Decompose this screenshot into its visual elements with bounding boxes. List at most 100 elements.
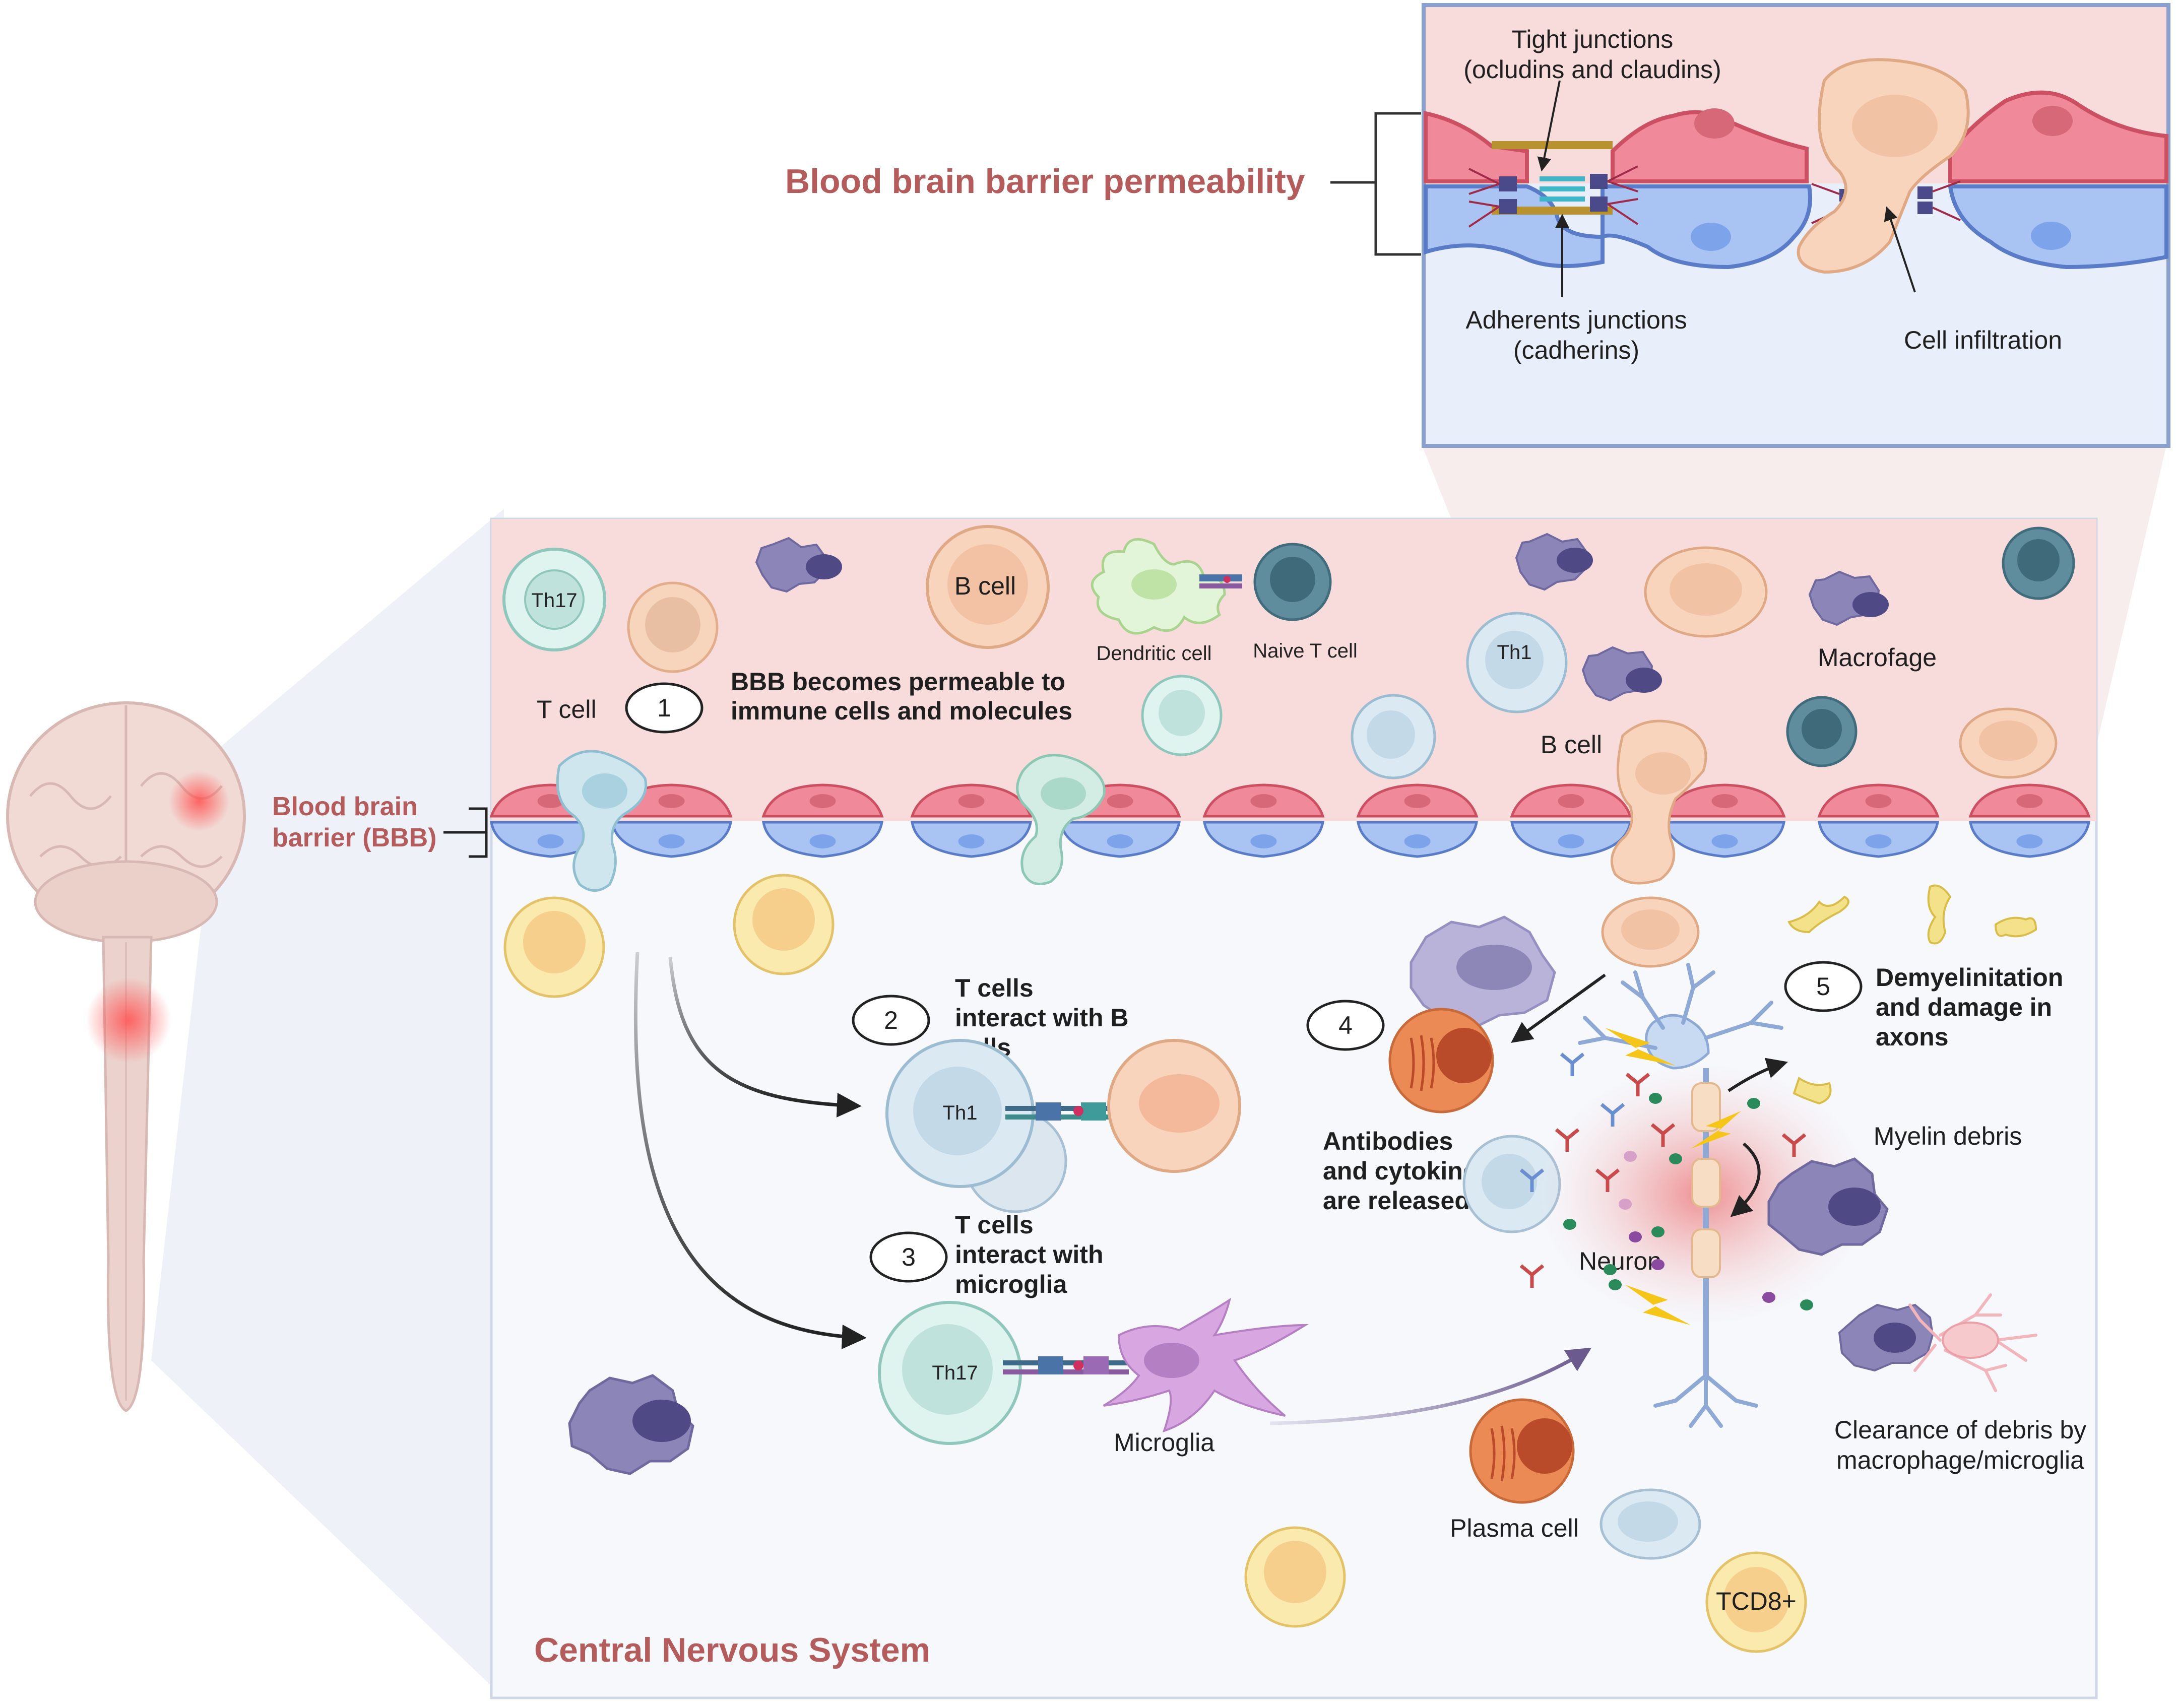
cytokine-dot — [1619, 1199, 1632, 1210]
t-cell-yellow-3 — [1244, 1526, 1346, 1628]
th1-cns-label: Th1 — [943, 1102, 978, 1124]
plasma-cell-cns-2 — [1469, 1398, 1575, 1504]
macrophage-blood-4 — [1808, 570, 1889, 626]
step-4-number: 4 — [1338, 1011, 1353, 1039]
myelin-debris — [1787, 884, 2037, 1105]
step-5-text-line1: Demyelinitation — [1876, 963, 2063, 992]
t-cell-green-blood — [1141, 675, 1223, 756]
endothelial-cell-pair — [761, 783, 884, 858]
macrophage-blood-2 — [1515, 533, 1593, 591]
endothelial-cell-pair — [1968, 783, 2091, 858]
step-4-text-line3: are released — [1323, 1187, 1470, 1215]
step-3-number: 3 — [902, 1243, 916, 1271]
t-cell-label: T cell — [537, 695, 597, 724]
b-cell-cns-top — [1601, 896, 1700, 968]
tcd8-cell: TCD8+ — [1705, 1551, 1807, 1653]
clearance-cells — [1838, 1293, 2037, 1392]
t-cell-yellow-1 — [503, 896, 605, 998]
cell-infiltration-label: Cell infiltration — [1904, 326, 2062, 354]
neuron — [1578, 963, 1783, 1428]
b-cell-blood-right — [1959, 707, 2058, 779]
step-1-number: 1 — [657, 694, 671, 722]
transmigrating-t-cell-2 — [1016, 754, 1106, 885]
spinal-cord — [86, 936, 171, 1412]
cytokine-dot — [1651, 1259, 1665, 1270]
step-2-number: 2 — [884, 1006, 898, 1034]
bbb-endothelium — [489, 783, 2091, 858]
cytokine-dot — [1604, 1264, 1617, 1275]
transmigrating-b-cell — [1610, 719, 1707, 885]
step-1-marker: 1 — [625, 682, 703, 734]
antibody-icon — [1555, 1128, 1580, 1152]
arrow-microglia-to-neuron — [1269, 1347, 1592, 1425]
th17-cns-label: Th17 — [932, 1362, 978, 1384]
clearance-label-line1: Clearance of debris by — [1834, 1416, 2086, 1444]
cytokine-dot — [1563, 1219, 1576, 1230]
th17-microglia-interaction: Th17 — [878, 1297, 1309, 1445]
transmigrating-t-cell-1 — [556, 750, 648, 892]
th17-cell-blood: Th17 — [502, 548, 606, 651]
t-cell-yellow-2 — [733, 874, 835, 975]
macrophage-cns-2 — [1410, 915, 1556, 1029]
step-1-text-line2: immune cells and molecules — [731, 697, 1072, 725]
step-5-marker: 5 — [1784, 961, 1863, 1012]
neuron-label: Neuron — [1579, 1247, 1661, 1275]
step-5-number: 5 — [1816, 972, 1830, 1001]
step-2-text-line2: interact with B — [955, 1004, 1128, 1032]
macrophage-blood-1 — [755, 537, 842, 593]
antibody-icon — [1519, 1264, 1545, 1288]
endothelial-cell-pair — [910, 783, 1033, 858]
inset-title: Blood brain barrier permeability — [785, 162, 1305, 201]
adherents-junctions-line2: (cadherins) — [1513, 336, 1639, 364]
arrow-to-th17 — [633, 952, 867, 1349]
b-cell-mid-label: B cell — [1541, 731, 1602, 759]
macrophage-cns-3 — [1767, 1157, 1889, 1256]
arrow-to-myelin — [1727, 1058, 1788, 1092]
plasma-cell-blood-1 — [1644, 546, 1768, 638]
cns-label: Central Nervous System — [534, 1631, 930, 1669]
cytokine-dot — [1629, 1231, 1642, 1242]
antibody-icon — [1600, 1103, 1625, 1127]
naive-t-cell-label: Naive T cell — [1253, 640, 1358, 662]
clearance-label-line2: macrophage/microglia — [1836, 1446, 2084, 1474]
arrow-tight-junctions — [1537, 80, 1561, 172]
brain-illustration — [6, 701, 246, 944]
antibody-icon — [1560, 1053, 1585, 1076]
cytokine-dot — [1651, 1226, 1665, 1237]
tight-junctions-line2: (ocludins and claudins) — [1463, 55, 1721, 84]
dendritic-naive-synapse — [1199, 574, 1242, 588]
arrow-to-th1 — [668, 957, 862, 1118]
t-cell-blood — [627, 581, 719, 673]
t-cell-blue-cns-2 — [1599, 1488, 1701, 1560]
naive-t-cell-3 — [1786, 696, 1858, 767]
inset-panel — [1422, 3, 2170, 448]
cytokine-dot — [1649, 1093, 1662, 1104]
bbb-label-line2: barrier (BBB) — [272, 823, 437, 852]
myelin-debris-label: Myelin debris — [1874, 1122, 2022, 1150]
th1-blood-label: Th1 — [1497, 641, 1532, 664]
arrow-cell-infiltration — [1884, 206, 1916, 293]
antibody-icon — [1781, 1133, 1807, 1157]
arrow-curved-neuron — [1730, 1142, 1761, 1217]
endothelial-cell-pair — [1663, 783, 1786, 858]
macrophage-cns-1 — [568, 1374, 694, 1475]
step-3-text-line1: T cells — [955, 1211, 1034, 1239]
tight-junctions-line1: Tight junctions — [1512, 25, 1674, 53]
zoom-wedge-left — [151, 509, 504, 1698]
naive-t-cell-2 — [2002, 527, 2075, 600]
step-5-text-line3: axons — [1876, 1023, 1949, 1051]
cytokine-dot — [1762, 1292, 1775, 1303]
step-3-marker: 3 — [869, 1231, 948, 1283]
macrofage-label: Macrofage — [1818, 643, 1937, 672]
antibody-icon — [1595, 1168, 1620, 1192]
microglia-label: Microglia — [1114, 1428, 1214, 1457]
bbb-label-line1: Blood brain — [272, 792, 418, 821]
inset-bracket — [1374, 112, 1421, 256]
lightning-bolts — [1605, 1028, 1741, 1325]
dendritic-cell-label: Dendritic cell — [1097, 642, 1212, 665]
cytokine-dot — [1609, 1279, 1622, 1290]
cytokine-dot — [1800, 1299, 1813, 1310]
antibody-icon — [1625, 1073, 1650, 1096]
plasma-cell-cns-1 — [1388, 1008, 1494, 1113]
